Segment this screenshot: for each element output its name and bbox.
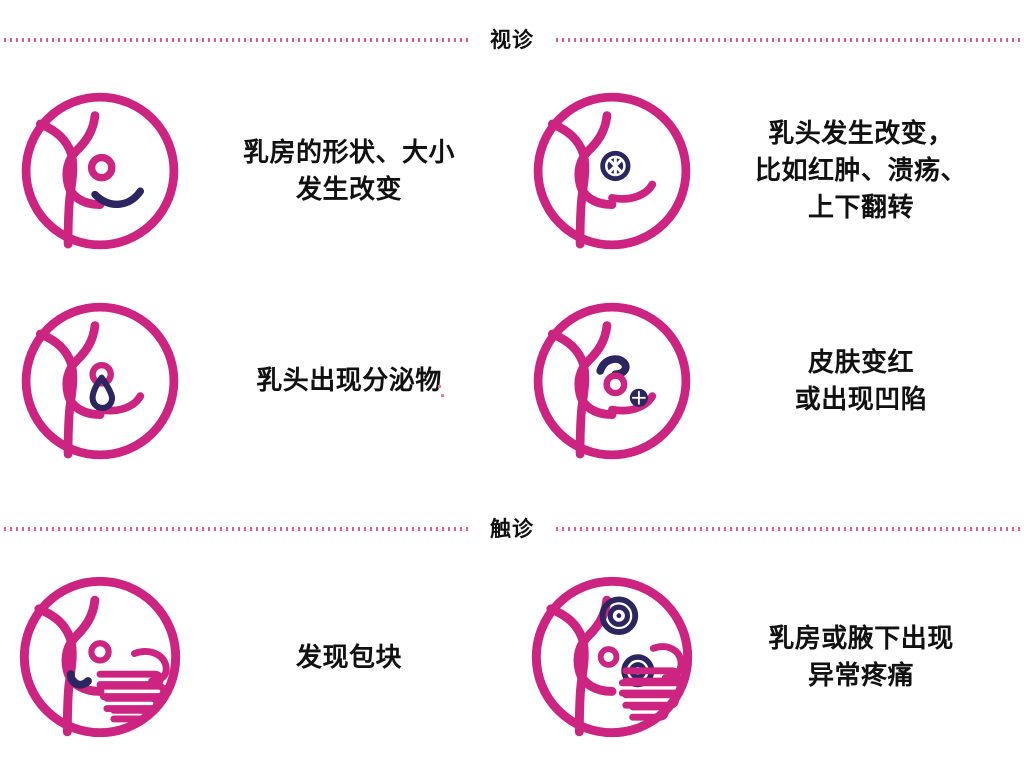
- item-row-1: 乳房的形状、大小 发生改变 乳头发生改变， 比如红肿、溃疡、: [0, 78, 1024, 263]
- breast-shape-change-icon: [0, 87, 200, 255]
- item-card-breast-shape-change[interactable]: 乳房的形状、大小 发生改变: [0, 78, 512, 263]
- caption-line: 异常疼痛: [807, 660, 914, 690]
- divider-rule-right: [556, 38, 1020, 42]
- item-row-3: 发现包块: [0, 562, 1024, 752]
- caption-line: 或出现凹陷: [794, 383, 928, 414]
- caption-line: 比如红肿、溃疡、: [754, 155, 967, 186]
- caption-line: 发生改变: [295, 173, 402, 204]
- item-caption: 皮肤变红 或出现凹陷: [712, 344, 1024, 418]
- item-card-nipple-change[interactable]: 乳头发生改变， 比如红肿、溃疡、 上下翻转: [512, 78, 1024, 263]
- item-caption: 发现包块: [200, 639, 512, 676]
- item-card-nipple-discharge[interactable]: 乳头出现分泌物: [0, 288, 512, 473]
- item-card-lump-found[interactable]: 发现包块: [0, 562, 512, 752]
- divider-rule-left: [4, 527, 468, 531]
- decorative-speck: [441, 394, 444, 397]
- section-divider-palpation: 触诊: [0, 512, 1024, 546]
- section-title-palpation: 触诊: [490, 517, 534, 541]
- nipple-change-icon: [512, 87, 712, 255]
- caption-line: 乳房或腋下出现: [768, 623, 954, 654]
- lump-found-icon: [0, 571, 200, 743]
- item-caption: 乳房或腋下出现 异常疼痛: [712, 620, 1024, 694]
- caption-line: 发现包块: [295, 641, 402, 672]
- item-card-skin-redness-dimpling[interactable]: 皮肤变红 或出现凹陷: [512, 288, 1024, 473]
- caption-line: 乳头出现分泌物: [256, 365, 442, 396]
- caption-line: 上下翻转: [807, 191, 914, 222]
- nipple-discharge-icon: [0, 297, 200, 465]
- decorative-speck: [438, 385, 441, 388]
- caption-line: 乳房的形状、大小: [242, 136, 455, 167]
- item-card-abnormal-pain[interactable]: 乳房或腋下出现 异常疼痛: [512, 562, 1024, 752]
- item-row-2: 乳头出现分泌物 皮肤变红 或出现凹陷: [0, 288, 1024, 473]
- item-caption: 乳头发生改变， 比如红肿、溃疡、 上下翻转: [712, 115, 1024, 226]
- section-divider-inspection: 视诊: [0, 23, 1024, 57]
- item-caption: 乳头出现分泌物: [200, 362, 512, 399]
- divider-rule-left: [4, 38, 468, 42]
- caption-line: 皮肤变红: [807, 346, 914, 377]
- abnormal-pain-icon: [512, 571, 712, 743]
- divider-rule-right: [556, 527, 1020, 531]
- item-caption: 乳房的形状、大小 发生改变: [200, 134, 512, 208]
- caption-line: 乳头发生改变，: [768, 118, 954, 149]
- section-title-inspection: 视诊: [490, 28, 534, 52]
- skin-redness-dimpling-icon: [512, 297, 712, 465]
